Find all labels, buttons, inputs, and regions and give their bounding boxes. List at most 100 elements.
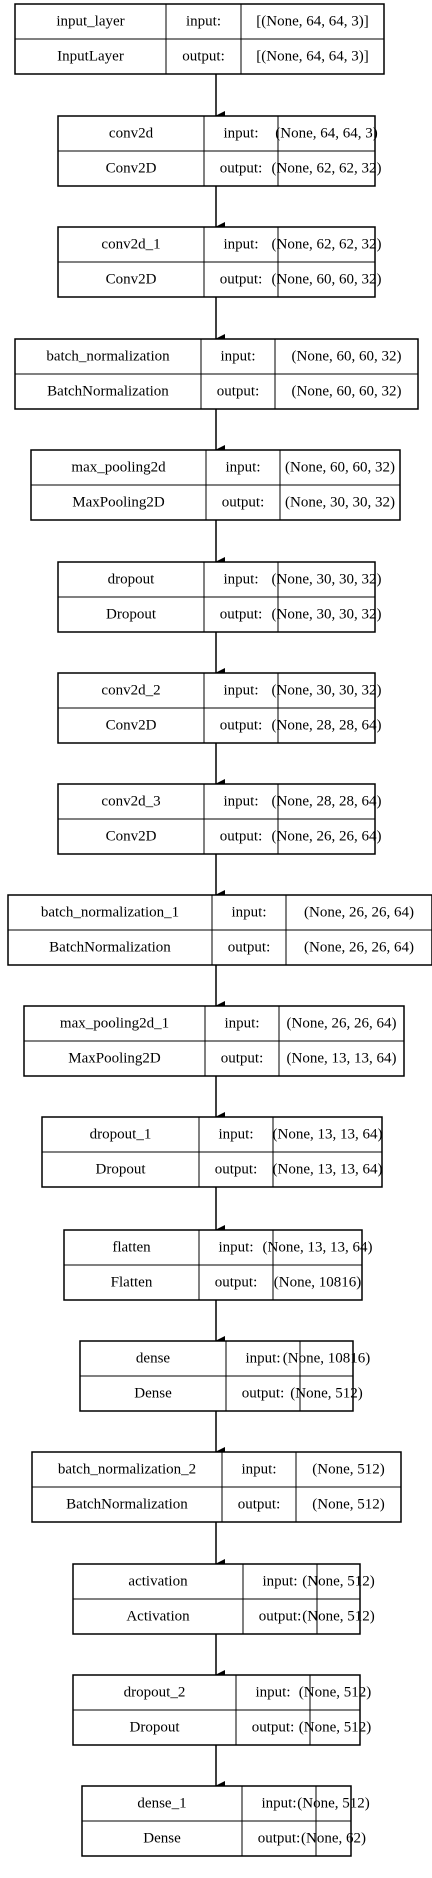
output-shape: (None, 13, 13, 64) <box>273 1162 383 1178</box>
input-label: input: <box>186 14 221 30</box>
layer-type: Conv2D <box>106 718 157 734</box>
input-shape: (None, 60, 60, 32) <box>285 460 395 476</box>
output-label: output: <box>258 1831 301 1847</box>
output-label: output: <box>220 607 263 623</box>
input-label: input: <box>224 1016 259 1032</box>
output-label: output: <box>238 1497 281 1513</box>
layer-type: Dense <box>143 1831 181 1847</box>
input-shape: (None, 512) <box>299 1685 371 1701</box>
input-label: input: <box>223 572 258 588</box>
layer-node-max_pooling2d_1: max_pooling2d_1MaxPooling2Dinput:output:… <box>23 1005 405 1077</box>
input-shape: (None, 62, 62, 32) <box>272 237 382 253</box>
layer-type: BatchNormalization <box>66 1497 188 1513</box>
input-shape: (None, 26, 26, 64) <box>287 1016 397 1032</box>
layer-type: MaxPooling2D <box>68 1051 161 1067</box>
layer-type: Flatten <box>111 1275 153 1291</box>
layer-type: Dense <box>134 1386 172 1402</box>
output-shape: (None, 13, 13, 64) <box>287 1051 397 1067</box>
input-shape: (None, 26, 26, 64) <box>304 905 414 921</box>
output-shape: (None, 28, 28, 64) <box>272 718 382 734</box>
layer-name: batch_normalization_1 <box>41 905 179 921</box>
input-label: input: <box>255 1685 290 1701</box>
output-label: output: <box>220 829 263 845</box>
layer-type: Dropout <box>106 607 157 623</box>
input-shape: (None, 512) <box>312 1462 384 1478</box>
output-shape: (None, 10816) <box>274 1275 361 1291</box>
output-label: output: <box>220 718 263 734</box>
output-label: output: <box>242 1386 285 1402</box>
output-shape: (None, 512) <box>312 1497 384 1513</box>
output-label: output: <box>215 1275 258 1291</box>
layer-name: dropout_1 <box>90 1127 152 1143</box>
layer-type: Dropout <box>130 1720 181 1736</box>
output-shape: (None, 62, 62, 32) <box>272 161 382 177</box>
layer-name: batch_normalization <box>46 349 170 365</box>
output-shape: (None, 62) <box>301 1831 366 1847</box>
output-label: output: <box>252 1720 295 1736</box>
output-shape: (None, 30, 30, 32) <box>285 495 395 511</box>
layer-name: dropout <box>108 572 155 588</box>
input-shape: (None, 30, 30, 32) <box>272 683 382 699</box>
layer-name: dense_1 <box>137 1796 186 1812</box>
layer-type: BatchNormalization <box>49 940 171 956</box>
output-shape: (None, 512) <box>290 1386 362 1402</box>
input-label: input: <box>223 126 258 142</box>
layer-node-batch_normalization_2: batch_normalization_2BatchNormalizationi… <box>31 1451 402 1523</box>
layer-type: InputLayer <box>57 49 124 65</box>
input-label: input: <box>218 1127 253 1143</box>
output-shape: (None, 512) <box>302 1609 374 1625</box>
output-shape: (None, 60, 60, 32) <box>272 272 382 288</box>
input-shape: (None, 28, 28, 64) <box>272 794 382 810</box>
input-shape: (None, 60, 60, 32) <box>292 349 402 365</box>
output-label: output: <box>228 940 271 956</box>
input-label: input: <box>223 683 258 699</box>
input-label: input: <box>231 905 266 921</box>
layer-type: Activation <box>126 1609 190 1625</box>
input-shape: (None, 512) <box>302 1574 374 1590</box>
input-shape: (None, 13, 13, 64) <box>273 1127 383 1143</box>
layer-name: max_pooling2d <box>71 460 166 476</box>
input-label: input: <box>220 349 255 365</box>
output-label: output: <box>221 1051 264 1067</box>
output-label: output: <box>182 49 225 65</box>
layer-node-max_pooling2d: max_pooling2dMaxPooling2Dinput:output:(N… <box>30 449 401 521</box>
layer-type: Conv2D <box>106 829 157 845</box>
layer-name: conv2d_3 <box>101 794 160 810</box>
layer-name: activation <box>128 1574 188 1590</box>
layer-name: dropout_2 <box>124 1685 186 1701</box>
output-label: output: <box>215 1162 258 1178</box>
input-shape: (None, 13, 13, 64) <box>263 1240 373 1256</box>
layer-name: conv2d <box>109 126 154 142</box>
layer-type: Conv2D <box>106 272 157 288</box>
layer-name: conv2d_1 <box>101 237 160 253</box>
input-label: input: <box>262 1574 297 1590</box>
output-shape: (None, 26, 26, 64) <box>272 829 382 845</box>
input-label: input: <box>241 1462 276 1478</box>
layer-node-batch_normalization: batch_normalizationBatchNormalizationinp… <box>14 338 419 410</box>
layer-type: MaxPooling2D <box>72 495 165 511</box>
input-shape: (None, 512) <box>297 1796 369 1812</box>
output-shape: [(None, 64, 64, 3)] <box>256 49 368 65</box>
layer-nodes: input_layerInputLayerinput:output:[(None… <box>7 3 432 1857</box>
input-label: input: <box>218 1240 253 1256</box>
output-shape: (None, 30, 30, 32) <box>272 607 382 623</box>
output-label: output: <box>217 384 260 400</box>
input-label: input: <box>225 460 260 476</box>
layer-name: dense <box>136 1351 170 1367</box>
input-shape: [(None, 64, 64, 3)] <box>256 14 368 30</box>
input-shape: (None, 30, 30, 32) <box>272 572 382 588</box>
input-shape: (None, 64, 64, 3) <box>275 126 377 142</box>
output-label: output: <box>220 161 263 177</box>
input-shape: (None, 10816) <box>283 1351 370 1367</box>
input-label: input: <box>245 1351 280 1367</box>
input-label: input: <box>261 1796 296 1812</box>
layer-type: Dropout <box>96 1162 147 1178</box>
